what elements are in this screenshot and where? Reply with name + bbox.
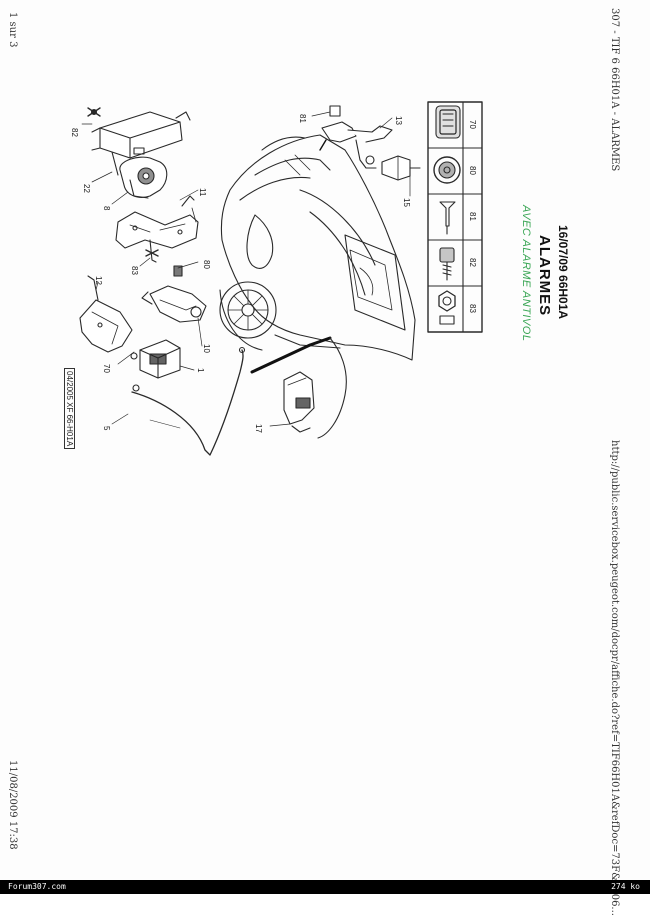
small-sensor xyxy=(173,265,183,277)
scanned-page: 307 - TIF 6 66H01A - ALARMES http://publ… xyxy=(7,8,620,916)
wiring-harness xyxy=(131,346,246,456)
screw-icon xyxy=(439,247,455,281)
callout-81: 81 xyxy=(298,114,307,123)
callout-22: 22 xyxy=(82,184,91,193)
callout-13: 13 xyxy=(394,116,403,125)
callout-12: 12 xyxy=(94,276,103,285)
site-name[interactable]: Forum307.com xyxy=(8,882,66,891)
callout-5: 5 xyxy=(102,426,111,431)
fastener-number: 70 xyxy=(468,120,477,129)
wheel-icon xyxy=(219,281,277,339)
callout-80: 80 xyxy=(202,260,211,269)
clip-icon xyxy=(435,105,461,139)
file-size: 274 ko xyxy=(611,882,640,891)
grommet-icon xyxy=(433,156,461,184)
volumetric-sensor xyxy=(283,371,315,433)
callout-11: 11 xyxy=(198,188,207,197)
callout-8: 8 xyxy=(102,206,111,211)
fastener-number: 83 xyxy=(468,304,477,313)
siren-module-assembly xyxy=(87,107,191,199)
leader-lines xyxy=(81,111,411,427)
fastener-table xyxy=(427,101,483,333)
callout-70: 70 xyxy=(102,364,111,373)
callout-1: 1 xyxy=(196,368,205,373)
mounting-bracket xyxy=(79,275,133,353)
car-outline xyxy=(219,134,416,361)
exploded-parts-diagram: 82 22 8 11 83 80 12 10 70 1 5 81 13 15 1… xyxy=(70,101,483,456)
switch-plug xyxy=(381,155,421,181)
harness-lead xyxy=(250,336,347,439)
bonnet-switch xyxy=(319,105,393,169)
bracket-assembly xyxy=(115,195,199,263)
callout-82: 82 xyxy=(70,128,79,137)
control-unit xyxy=(130,339,181,392)
callout-17: 17 xyxy=(254,424,263,433)
fastener-number: 82 xyxy=(468,258,477,267)
fastener-number: 80 xyxy=(468,166,477,175)
callouts: 82 22 8 11 83 80 12 10 70 1 5 81 13 15 1… xyxy=(70,114,411,433)
fastener-number: 81 xyxy=(468,212,477,221)
footer-bar: Forum307.com 274 ko xyxy=(0,880,650,894)
lock-sensor xyxy=(141,285,207,323)
callout-83: 83 xyxy=(130,266,139,275)
rivet-icon xyxy=(439,201,456,235)
callout-15: 15 xyxy=(402,198,411,207)
fastener-numbers: 70 80 81 82 83 xyxy=(468,120,477,313)
nut-icon xyxy=(438,290,456,325)
callout-10: 10 xyxy=(202,344,211,353)
